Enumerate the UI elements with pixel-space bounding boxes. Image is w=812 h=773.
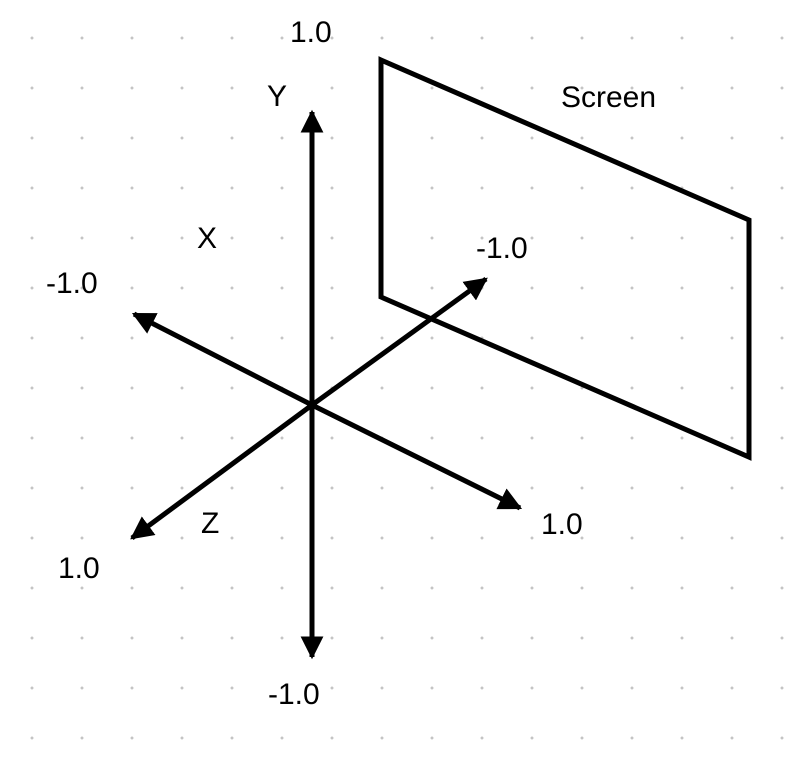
- z-axis-negative-arrow: [310, 276, 488, 408]
- screen-plane: [378, 56, 752, 461]
- x-axis-name-label: X: [197, 222, 217, 255]
- x-axis-negative-label: -1.0: [46, 267, 98, 300]
- screen-label: Screen: [561, 81, 656, 114]
- z-axis-positive-label: 1.0: [58, 552, 100, 585]
- x-axis-positive-label: 1.0: [541, 508, 583, 541]
- x-axis-positive-arrow: [310, 402, 523, 511]
- z-axis-negative-label: -1.0: [476, 232, 528, 265]
- y-axis-positive-label: 1.0: [290, 16, 332, 49]
- z-axis-positive-arrow: [130, 402, 314, 541]
- y-axis-name-label: Y: [267, 80, 287, 113]
- x-axis-negative-arrow: [131, 311, 314, 408]
- z-axis-name-label: Z: [201, 507, 219, 540]
- y-axis-negative-label: -1.0: [268, 678, 320, 711]
